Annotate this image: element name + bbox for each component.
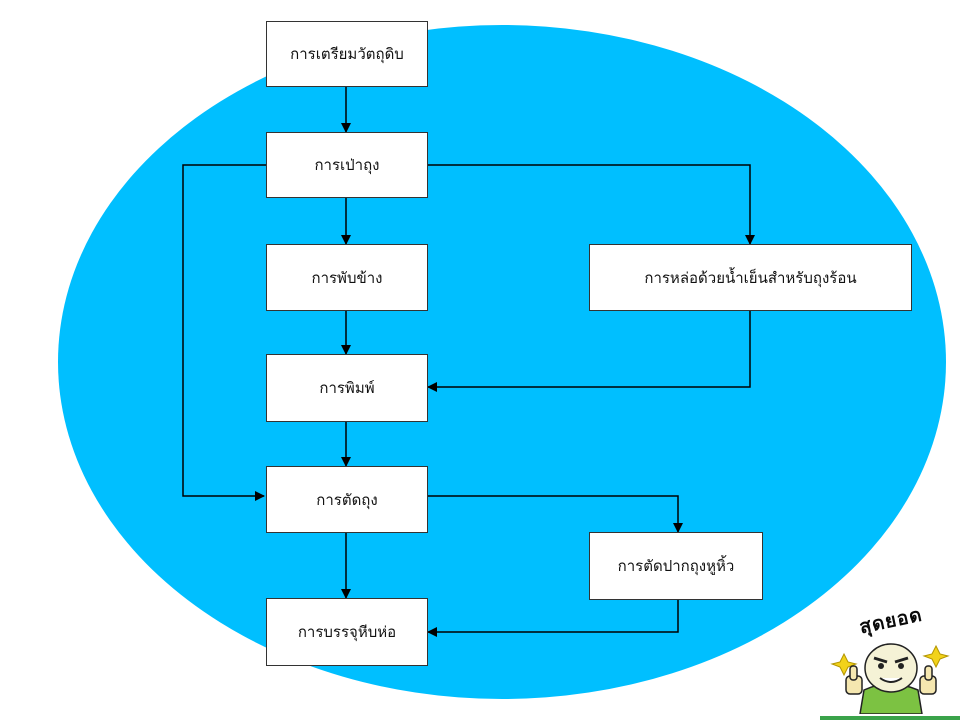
node-cut: การตัดถุง (266, 466, 428, 533)
node-cool: การหล่อด้วยน้ำเย็นสำหรับถุงร้อน (589, 244, 912, 311)
node-blow: การเป่าถุง (266, 132, 428, 198)
arrow-cool-to-print (427, 311, 751, 392)
background-ellipse (58, 25, 946, 699)
corner-accent-strip (820, 716, 960, 720)
node-pack: การบรรจุหีบห่อ (266, 598, 428, 666)
node-cut-handle: การตัดปากถุงหูหิ้ว (589, 532, 763, 600)
node-prepare: การเตรียมวัตถุดิบ (266, 21, 428, 87)
arrow-blow-to-cut-bypass (182, 164, 266, 501)
node-print: การพิมพ์ (266, 354, 428, 422)
arrow-blow-to-cool (427, 164, 755, 245)
thumbs-up-mascot-icon: สุดยอด (830, 604, 952, 714)
arrow-cut-handle-to-pack (427, 600, 679, 637)
node-fold: การพับข้าง (266, 244, 428, 311)
arrow-cut-to-cut-handle (427, 495, 683, 533)
mascot-drawing (830, 643, 950, 714)
